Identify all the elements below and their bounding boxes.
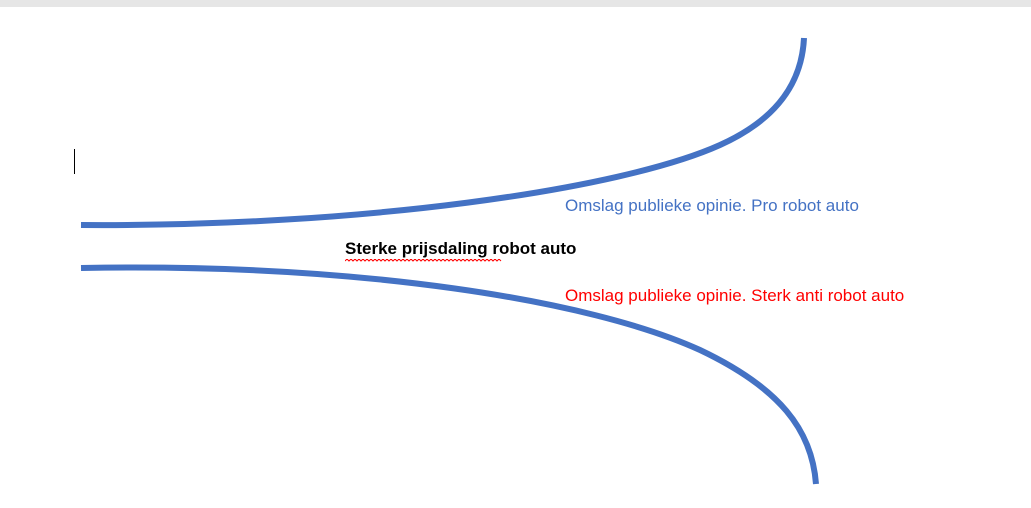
spellcheck-squiggle — [345, 259, 502, 262]
text-cursor — [74, 149, 75, 174]
spellcheck-underline — [345, 259, 502, 262]
lower-curve-anti — [80, 264, 819, 485]
window-top-strip — [0, 0, 1031, 7]
label-anti-robot-car: Omslag publieke opinie. Sterk anti robot… — [565, 286, 905, 305]
label-pro-robot-car: Omslag publieke opinie. Pro robot auto — [565, 196, 859, 215]
label-strong-price-drop: Sterke prijsdaling robot auto — [345, 239, 577, 258]
upper-curve-pro — [80, 37, 807, 229]
